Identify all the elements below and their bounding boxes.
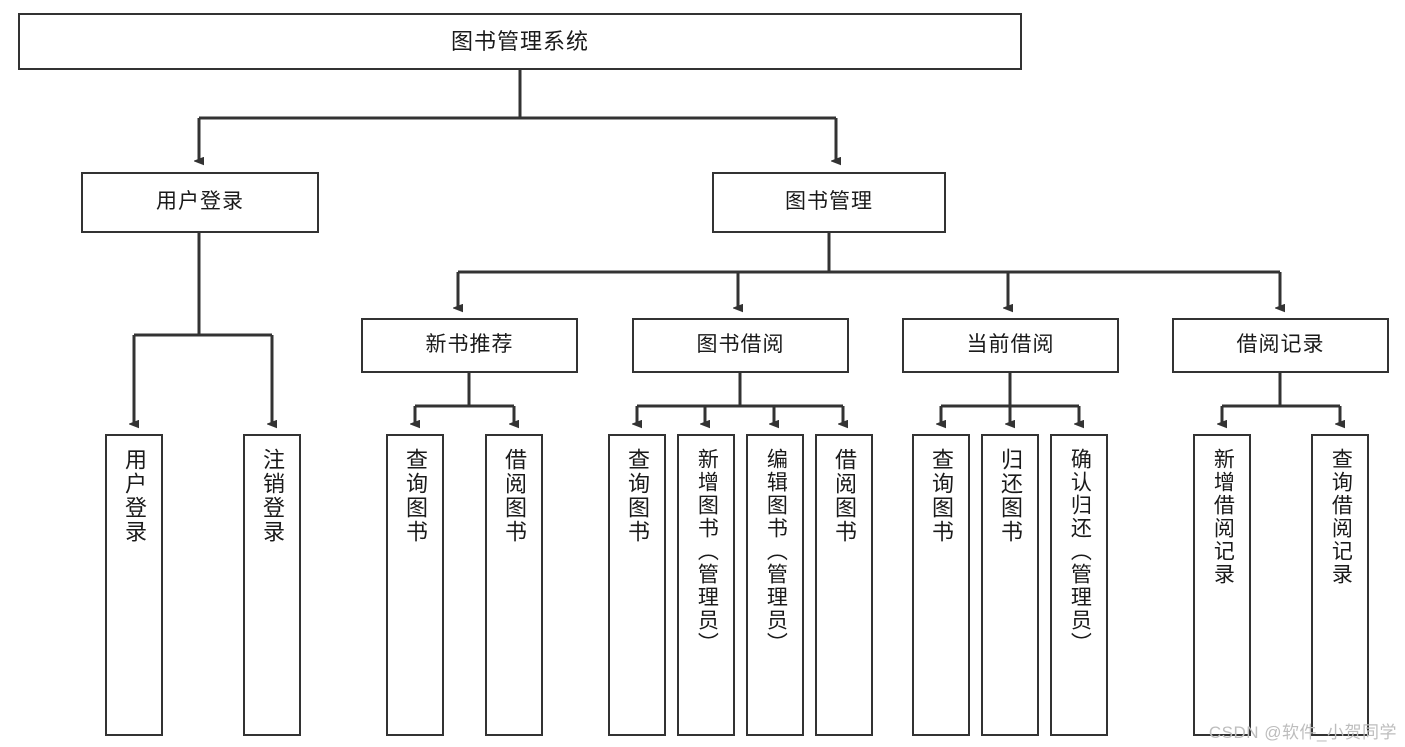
node-label: 查询借阅记录	[1329, 448, 1353, 586]
node-label: 借阅图书	[831, 448, 857, 544]
node-label: 图书借阅	[696, 333, 785, 357]
leaf-user-login[interactable]: 用户登录	[105, 434, 163, 736]
node-label: 借阅记录	[1236, 333, 1325, 357]
node-root-system[interactable]: 图书管理系统	[18, 13, 1022, 70]
leaf-borrow-book-1[interactable]: 借阅图书	[485, 434, 543, 736]
leaf-query-book-1[interactable]: 查询图书	[386, 434, 444, 736]
node-user-login[interactable]: 用户登录	[81, 172, 319, 233]
node-label: 当前借阅	[966, 333, 1055, 357]
node-label: 查询图书	[402, 448, 428, 544]
node-label: 图书管理系统	[450, 28, 589, 54]
node-label: 图书管理	[785, 190, 873, 214]
node-book-borrow[interactable]: 图书借阅	[632, 318, 849, 373]
leaf-return-book[interactable]: 归还图书	[981, 434, 1039, 736]
leaf-query-book-2[interactable]: 查询图书	[608, 434, 666, 736]
node-new-book-recommend[interactable]: 新书推荐	[361, 318, 578, 373]
leaf-confirm-return[interactable]: 确认归还（管理员）	[1050, 434, 1108, 736]
node-label: 查询图书	[624, 448, 650, 544]
leaf-query-record[interactable]: 查询借阅记录	[1311, 434, 1369, 736]
leaf-add-record[interactable]: 新增借阅记录	[1193, 434, 1251, 736]
node-label: 注销登录	[259, 448, 285, 544]
node-label: 借阅图书	[501, 448, 527, 544]
node-label: 新增图书（管理员）	[695, 448, 719, 655]
node-label: 新书推荐	[425, 333, 514, 357]
node-label: 查询图书	[928, 448, 954, 544]
node-current-borrow[interactable]: 当前借阅	[902, 318, 1119, 373]
node-label: 编辑图书（管理员）	[764, 448, 788, 655]
node-label: 确认归还（管理员）	[1068, 448, 1092, 655]
node-label: 用户登录	[156, 190, 244, 214]
node-label: 归还图书	[997, 448, 1023, 544]
leaf-add-book[interactable]: 新增图书（管理员）	[677, 434, 735, 736]
node-borrow-record[interactable]: 借阅记录	[1172, 318, 1389, 373]
node-label: 新增借阅记录	[1211, 448, 1235, 586]
leaf-logout-login[interactable]: 注销登录	[243, 434, 301, 736]
leaf-query-book-3[interactable]: 查询图书	[912, 434, 970, 736]
leaf-edit-book[interactable]: 编辑图书（管理员）	[746, 434, 804, 736]
leaf-borrow-book-2[interactable]: 借阅图书	[815, 434, 873, 736]
node-book-management[interactable]: 图书管理	[712, 172, 946, 233]
node-label: 用户登录	[121, 448, 147, 544]
csdn-watermark: CSDN @软件_小贺同学	[1208, 723, 1397, 742]
